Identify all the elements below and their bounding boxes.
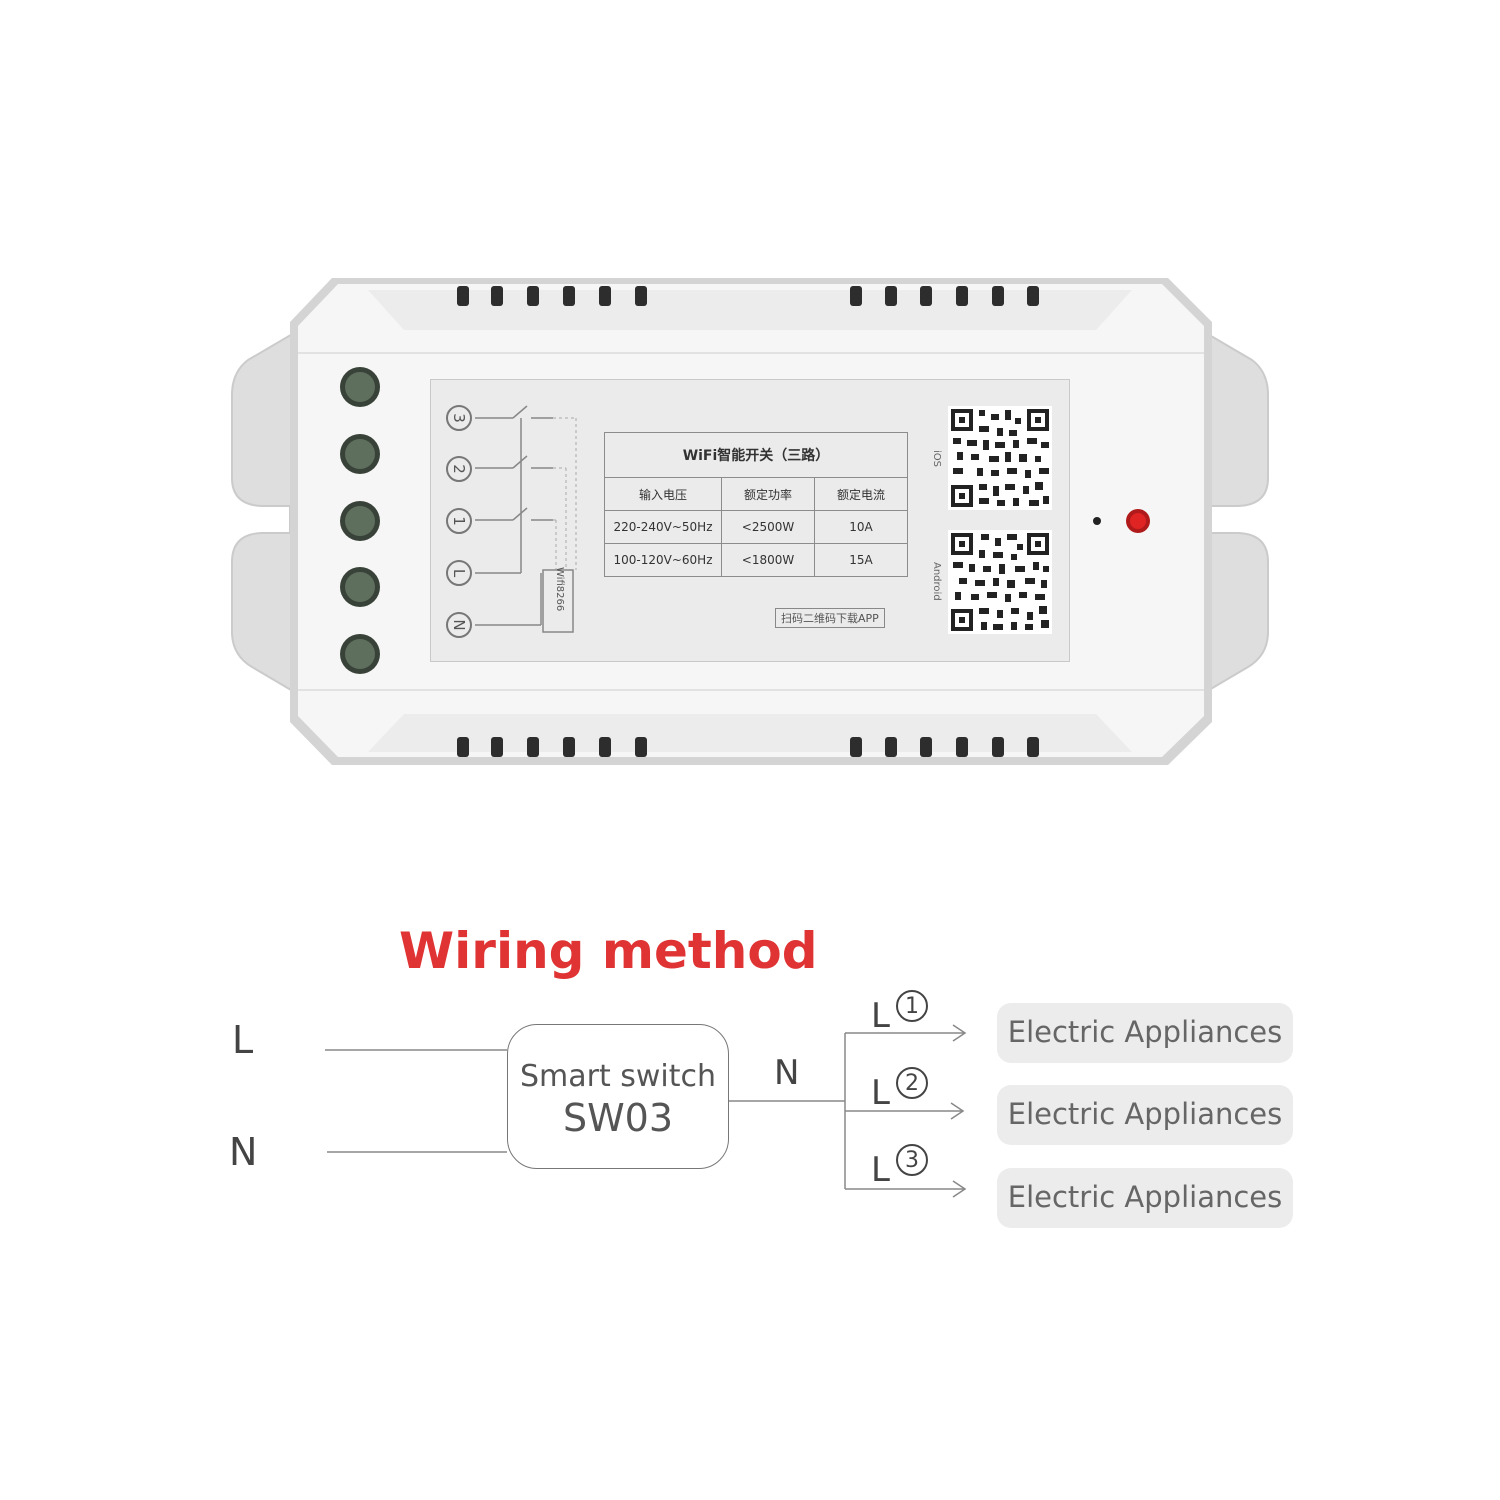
qr-code-android-icon [948, 530, 1052, 634]
wiring-title: Wiring method [399, 922, 818, 980]
smart-switch-device: 3 2 1 L N iOS Android Wifi8266 WiFi智能开关（… [231, 278, 1269, 765]
spec-cell: 15A [814, 543, 908, 577]
android-label: Android [931, 562, 942, 601]
scan-download-label: 扫码二维码下载APP [775, 608, 885, 628]
wifi-module-label: Wifi8266 [554, 567, 565, 612]
reset-hole [1093, 517, 1101, 525]
qr-code-ios-icon [948, 406, 1052, 510]
circuit-schematic [475, 405, 1052, 634]
terminal-3-label: 3 [446, 405, 472, 431]
output-number: 3 [895, 1144, 928, 1176]
appliance-box-3: Electric Appliances [997, 1168, 1293, 1228]
wiring-lines [325, 1024, 967, 1198]
spec-header-voltage: 输入电压 [604, 477, 722, 511]
appliance-box-1: Electric Appliances [997, 1003, 1293, 1063]
arrow-3-icon [952, 1180, 967, 1198]
ios-label: iOS [931, 450, 942, 467]
smart-switch-box: Smart switch SW03 [507, 1024, 729, 1169]
top-vents [457, 286, 1039, 306]
output-number: 2 [895, 1067, 928, 1099]
appliance-box-2: Electric Appliances [997, 1085, 1293, 1145]
spec-header-power: 额定功率 [721, 477, 815, 511]
terminal-l-label: L [446, 560, 472, 586]
input-l-label: L [232, 1018, 254, 1062]
switch-name: Smart switch [519, 1059, 717, 1094]
top-bevel [368, 290, 1132, 330]
spec-cell: 10A [814, 510, 908, 544]
output-number: 1 [895, 990, 928, 1022]
arrow-1-icon [952, 1024, 967, 1042]
spec-title: WiFi智能开关（三路） [604, 432, 908, 478]
screw-terminals [340, 367, 380, 674]
input-n-label: N [229, 1130, 258, 1174]
output-line: L [871, 996, 890, 1036]
output-n-label: N [774, 1053, 800, 1093]
spec-cell: 100-120V~60Hz [604, 543, 722, 577]
arrow-2-icon [950, 1102, 965, 1120]
output-line: L [871, 1150, 890, 1190]
switch-model: SW03 [562, 1096, 674, 1140]
terminal-2-label: 2 [446, 456, 472, 482]
spec-table: WiFi智能开关（三路） 输入电压 额定功率 额定电流 220-240V~50H… [604, 432, 908, 577]
spec-cell: <2500W [721, 510, 815, 544]
spec-header-current: 额定电流 [814, 477, 908, 511]
bottom-vents [457, 737, 1039, 757]
terminal-n-label: N [446, 612, 472, 638]
output-line: L [871, 1073, 890, 1113]
spec-cell: 220-240V~50Hz [604, 510, 722, 544]
bottom-bevel [368, 714, 1132, 752]
terminal-1-label: 1 [446, 508, 472, 534]
spec-cell: <1800W [721, 543, 815, 577]
